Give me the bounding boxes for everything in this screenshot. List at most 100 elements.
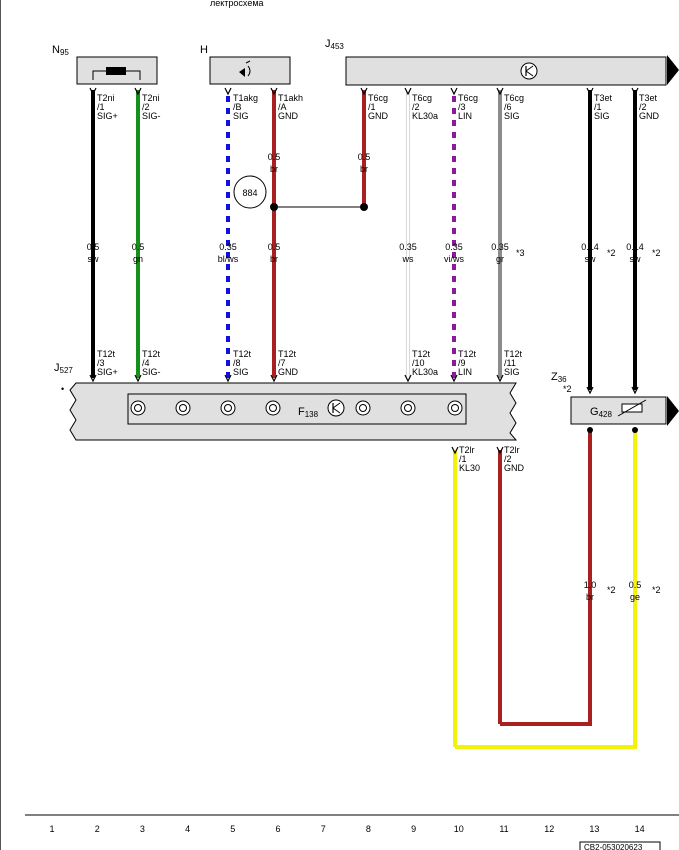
pin-top-1-line0: T2ni [142, 93, 160, 103]
n95-sub: 95 [60, 48, 69, 57]
g428-sub: 428 [599, 410, 613, 419]
pin-arrow-z36-2 [631, 386, 639, 395]
scale-number: 7 [321, 824, 326, 834]
scale-number: 10 [454, 824, 464, 834]
svg-text:N95: N95 [52, 44, 69, 57]
junction-dot [360, 203, 368, 211]
pin-j527-2-line2: SIG [233, 367, 249, 377]
pin-arrow-j527-6 [496, 374, 504, 383]
pin-j527-1-line2: SIG- [142, 367, 161, 377]
wire-label-mid-4-color: ws [402, 254, 414, 264]
pin-j527-4-line1: /10 [412, 358, 425, 368]
pin-bottom-0-line2: KL30 [459, 463, 480, 473]
scale-number: 3 [140, 824, 145, 834]
pin-arrow-z36-1 [586, 386, 594, 395]
transistor-icon [520, 62, 538, 80]
terminal-inner-0 [134, 404, 142, 412]
pin-arrow-top-2 [224, 87, 232, 96]
pin-arrow-top-8 [586, 87, 594, 96]
wire-br-return [500, 430, 592, 726]
j453-ref: J [325, 38, 331, 50]
wire-label-mid-8-color: sw [630, 254, 642, 264]
wire-label-mid-0-gauge: 0.5 [87, 242, 100, 252]
wire-label-lower-0-gauge: 1.0 [584, 580, 597, 590]
wire-label-mid-8-gauge: 0.14 [626, 242, 644, 252]
pin-j527-0-line1: /3 [97, 358, 105, 368]
terminal-1 [175, 400, 191, 416]
pin-j527-5-line0: T12t [458, 349, 477, 359]
pin-j527-6-line0: T12t [504, 349, 523, 359]
component-z36: Z36 *2 G428 [551, 371, 679, 426]
pin-j527-0-line0: T12t [97, 349, 116, 359]
pin-j527-2-line1: /8 [233, 358, 241, 368]
scale-number: 1 [49, 824, 54, 834]
pin-top-0-line0: T2ni [97, 93, 115, 103]
pin-top-1-line2: SIG- [142, 111, 161, 121]
scale-number: 12 [544, 824, 554, 834]
pin-top-7-line2: SIG [504, 111, 520, 121]
pin-bottom-0-line0: T2lr [459, 445, 475, 455]
wire-label-mid-2-color: bl/ws [218, 254, 239, 264]
pin-j527-4-line2: KL30a [412, 367, 438, 377]
pin-arrow-top-0 [89, 87, 97, 96]
pin-top-7-line0: T6cg [504, 93, 524, 103]
pin-top-4-line1: /1 [368, 102, 376, 112]
svg-text:J453: J453 [325, 38, 344, 51]
pin-top-1-line1: /2 [142, 102, 150, 112]
junction-dot [632, 427, 638, 433]
scale-number: 5 [230, 824, 235, 834]
pin-j527-3-line0: T12t [278, 349, 297, 359]
footnote-t3et1: *2 [607, 248, 616, 258]
pin-top-5-line1: /2 [412, 102, 420, 112]
terminal-inner-6 [451, 404, 459, 412]
pin-arrow-top-3 [270, 87, 278, 96]
j527-sub: 527 [60, 366, 74, 375]
svg-text:J527: J527 [54, 362, 73, 375]
pin-top-9-line1: /2 [639, 102, 647, 112]
pin-top-3-line1: /A [278, 102, 287, 112]
scale-number: 13 [589, 824, 599, 834]
pin-top-7-line1: /6 [504, 102, 512, 112]
pin-bottom-1-line2: GND [504, 463, 525, 473]
pin-top-4-line0: T6cg [368, 93, 388, 103]
j453-sub: 453 [331, 42, 345, 51]
pin-arrow-j527-0 [89, 374, 97, 383]
pin-j527-6-line2: SIG [504, 367, 520, 377]
f138-ref: F [298, 406, 305, 418]
z36-sub: 36 [558, 375, 567, 384]
svg-text:Z36: Z36 [551, 371, 567, 384]
pin-top-2-line1: /B [233, 102, 242, 112]
wire-label-mid-5-gauge: 0.35 [445, 242, 463, 252]
wire-label-mid-2-gauge: 0.35 [219, 242, 237, 252]
scale-number: 8 [366, 824, 371, 834]
g428-ref: G [590, 406, 599, 418]
pin-top-3-line0: T1akh [278, 93, 303, 103]
pin-j527-5-line1: /9 [458, 358, 466, 368]
pin-arrow-j527-1 [134, 374, 142, 383]
terminal-0 [130, 400, 146, 416]
wire-label-mid-3-gauge: 0.5 [268, 242, 281, 252]
pin-top-0-line1: /1 [97, 102, 105, 112]
wire-label-mid-7-gauge: 0.14 [581, 242, 599, 252]
pin-top-6-line0: T6cg [458, 93, 478, 103]
pin-j527-3-line1: /7 [278, 358, 286, 368]
pin-top-4-line2: GND [368, 111, 389, 121]
svg-text:G428: G428 [590, 406, 612, 419]
footnote-ge-lower: *2 [652, 585, 661, 595]
f138-sub: 138 [305, 410, 319, 419]
pin-top-8-line0: T3et [594, 93, 613, 103]
wire-label-mid-0-color: sw [88, 254, 100, 264]
pin-j527-1-line0: T12t [142, 349, 161, 359]
pin-top-5-line2: KL30a [412, 111, 438, 121]
pin-top-2-line0: T1akg [233, 93, 258, 103]
svg-text:F138: F138 [298, 406, 319, 419]
component-j527: J527 • F138 [54, 362, 518, 441]
pin-top-5-line0: T6cg [412, 93, 432, 103]
resistor-icon [92, 67, 141, 80]
pin-j527-5-line2: LIN [458, 367, 472, 377]
pin-arrow-top-4 [360, 87, 368, 96]
pin-arrow-top-1 [134, 87, 142, 96]
transistor-icon [327, 399, 345, 417]
wire-label-mid-3-color: br [270, 254, 278, 264]
